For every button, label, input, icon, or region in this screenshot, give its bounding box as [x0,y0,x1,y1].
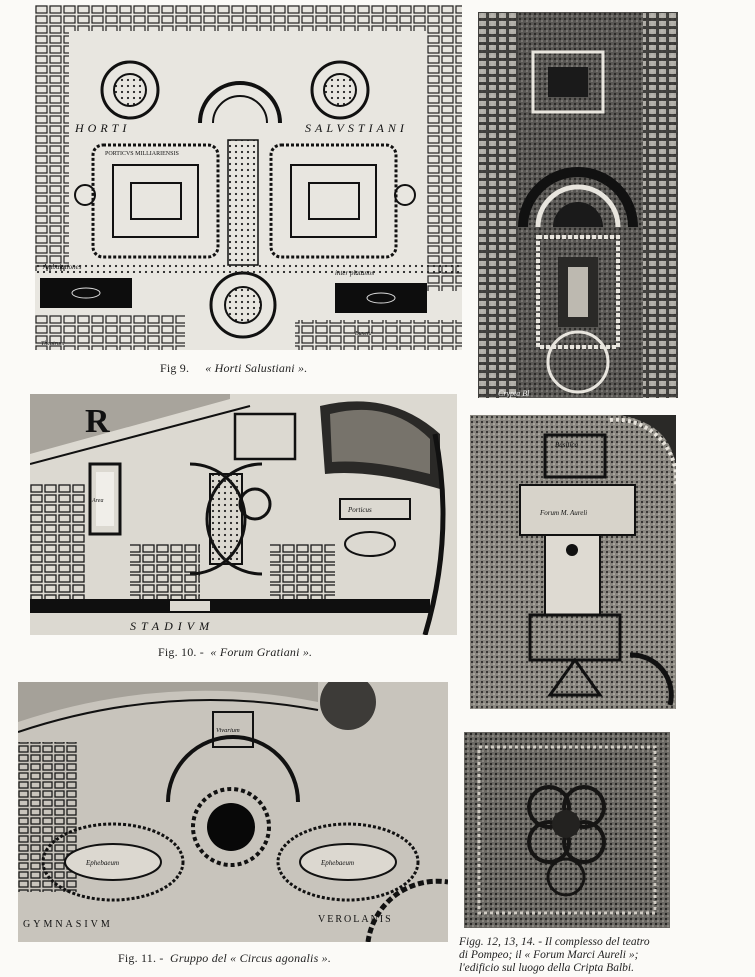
fig9-label-horti: HORTI [74,121,130,135]
figure-9-horti-salustiani-plan: HORTI SALVSTIANI PORTICVS MILLIARIENSIS … [35,5,462,350]
fig12-14-caption-line-3: l'edificio sul luogo della Cripta Balbi. [459,962,634,974]
fig10-label-area: Area [91,498,103,504]
figure-11-circus-agonalis-plan: Vivarium Ephebaeum Ephebaeum GYMNASIVM V… [18,682,448,942]
fig10-caption-number: Fig. 10. - [158,645,205,659]
fig11-label-gymnasium: GYMNASIVM [23,919,113,930]
fig9-label-ambulationes: Ambulationes [42,263,82,271]
fig9-label-porticus: PORTICVS MILLIARIENSIS [105,151,179,157]
fig10-label-stadium: STADIVM [130,619,214,633]
fig9-label-inter-platanos: inter platanos [335,269,374,277]
fig9-caption-number: Fig 9. [160,361,190,375]
fig10-caption: Fig. 10. - « Forum Gratiani ». [158,645,312,660]
fig11-caption-title: Gruppo del « Circus agonalis ». [169,951,332,965]
fig11-caption-number: Fig. 11. - [118,951,164,965]
figure-12-pompey-theatre-plan: Crypta Bl [478,12,678,398]
fig13-label-forum: Forum M. Aureli [539,509,587,517]
fig11-label-ephebaeum-right: Ephebaeum [320,859,354,867]
fig11-label-ephebaeum-left: Ephebaeum [85,859,119,867]
figure-10-forum-gratiani-plan: R Area Porticus STADIVM [30,394,457,635]
figure-13-forum-marci-aureli-plan: Basilica Forum M. Aureli [470,415,676,709]
fig9-label-salustiani: SALVSTIANI [305,121,408,135]
fig11-caption: Fig. 11. - Gruppo del « Circus agonalis … [118,951,331,966]
fig9-label-buxetu: Buxetu [355,331,372,337]
fig13-label-basilica: Basilica [555,441,578,449]
fig10-label-porticus: Porticus [347,506,372,514]
fig9-caption-title: « Horti Salustiani ». [205,361,308,375]
figure-14-crypta-balbi-plan [464,732,670,928]
fig12-14-caption-line-1: Figg. 12, 13, 14. - Il complesso del tea… [459,936,650,948]
fig11-label-vivarium: Vivarium [216,727,240,734]
fig10-caption-title: « Forum Gratiani ». [210,645,313,659]
fig9-caption: Fig 9. « Horti Salustiani ». [160,361,307,376]
fig11-label-verolanis: VEROLANIS [318,914,393,925]
fig12-14-caption-line-2: di Pompeo; il « Forum Marci Aureli »; [459,949,639,961]
fig12-14-caption: Figg. 12, 13, 14. - Il complesso del tea… [459,936,699,975]
fig12-label-crypta: Crypta Bl [498,389,530,398]
fig10-label-r: R [85,403,110,440]
fig9-label-theatrum: Theatrum [41,341,65,347]
